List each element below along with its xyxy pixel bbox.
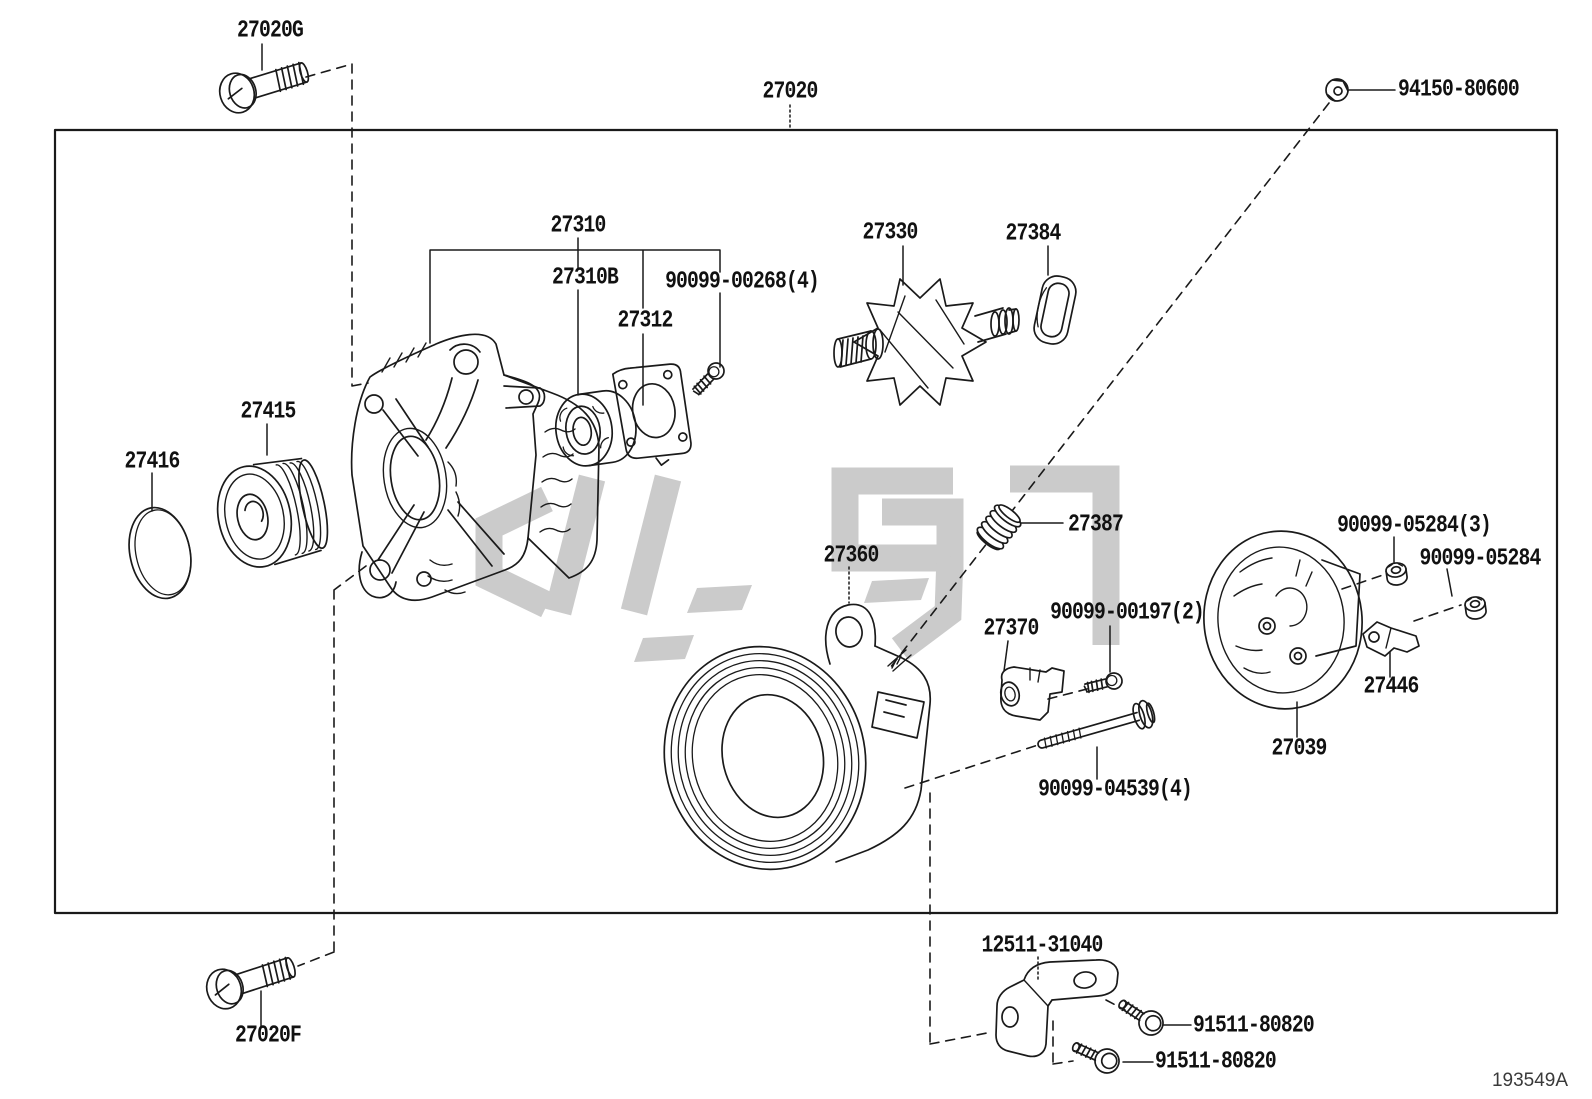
part-label-27387: 27387	[1068, 511, 1124, 539]
brush-spring-drawing	[976, 504, 1022, 551]
part-label-27020g: 27020G	[237, 17, 304, 45]
part-label-90099-05284: 90099-05284	[1419, 545, 1542, 573]
part-label-27312: 27312	[617, 307, 674, 335]
part-label-27446: 27446	[1363, 673, 1420, 701]
part-label-27310: 27310	[550, 212, 607, 240]
part-label-27415: 27415	[240, 398, 297, 426]
screw-00197-drawing	[1083, 672, 1123, 694]
front-housing-drawing	[350, 333, 600, 602]
bolt-91511b-drawing	[1071, 1042, 1120, 1074]
part-label-27020f: 27020F	[235, 1022, 302, 1050]
part-label-27020: 27020	[762, 78, 819, 106]
part-label-90099-04539: 90099-04539(4)	[1038, 776, 1193, 804]
nut-05284a-drawing	[1385, 562, 1408, 586]
pulley-cap-drawing	[128, 506, 192, 600]
part-label-27330: 27330	[862, 219, 919, 247]
retainer-plate-drawing	[611, 363, 692, 467]
regulator-drawing	[999, 666, 1065, 721]
nut-94150-drawing	[1325, 78, 1349, 102]
part-label-12511-31040: 12511-31040	[981, 932, 1104, 960]
part-label-91511-80820-a: 91511-80820	[1193, 1012, 1315, 1040]
part-label-94150-80600: 94150-80600	[1398, 76, 1520, 104]
screw-00268-drawing	[692, 362, 725, 396]
bolt-91511a-drawing	[1118, 999, 1164, 1036]
leader-lines	[151, 43, 1453, 1063]
part-label-27370: 27370	[983, 615, 1040, 643]
bolt-27020g-drawing	[218, 61, 310, 114]
bracket-drawing	[995, 959, 1119, 1058]
terminal-drawing	[1362, 621, 1420, 657]
bolt-27020f-drawing	[205, 956, 296, 1010]
part-label-90099-05284-3: 90099-05284(3)	[1337, 512, 1492, 540]
bearing-drawing	[554, 389, 637, 467]
rear-cover-drawing	[1203, 530, 1363, 710]
nut-05284b-drawing	[1464, 596, 1487, 620]
part-label-90099-00268: 90099-00268(4)	[665, 268, 820, 296]
part-label-27360: 27360	[823, 542, 880, 570]
part-label-27384: 27384	[1005, 220, 1062, 248]
diagram-border	[53, 128, 1559, 915]
pulley-drawing	[216, 457, 329, 568]
stator-drawing	[663, 603, 932, 871]
rotor-drawing	[833, 278, 1020, 406]
seal-drawing	[1033, 275, 1077, 345]
part-label-27310b: 27310B	[552, 264, 619, 292]
through-bolt-drawing	[1037, 699, 1156, 749]
part-label-91511-80820-b: 91511-80820	[1155, 1048, 1277, 1076]
part-label-90099-00197: 90099-00197(2)	[1050, 599, 1205, 627]
drawing-code: 193549A	[1491, 1070, 1569, 1091]
part-label-27039: 27039	[1271, 735, 1328, 763]
watermark-logo	[475, 465, 1120, 662]
part-label-27416: 27416	[124, 448, 181, 476]
